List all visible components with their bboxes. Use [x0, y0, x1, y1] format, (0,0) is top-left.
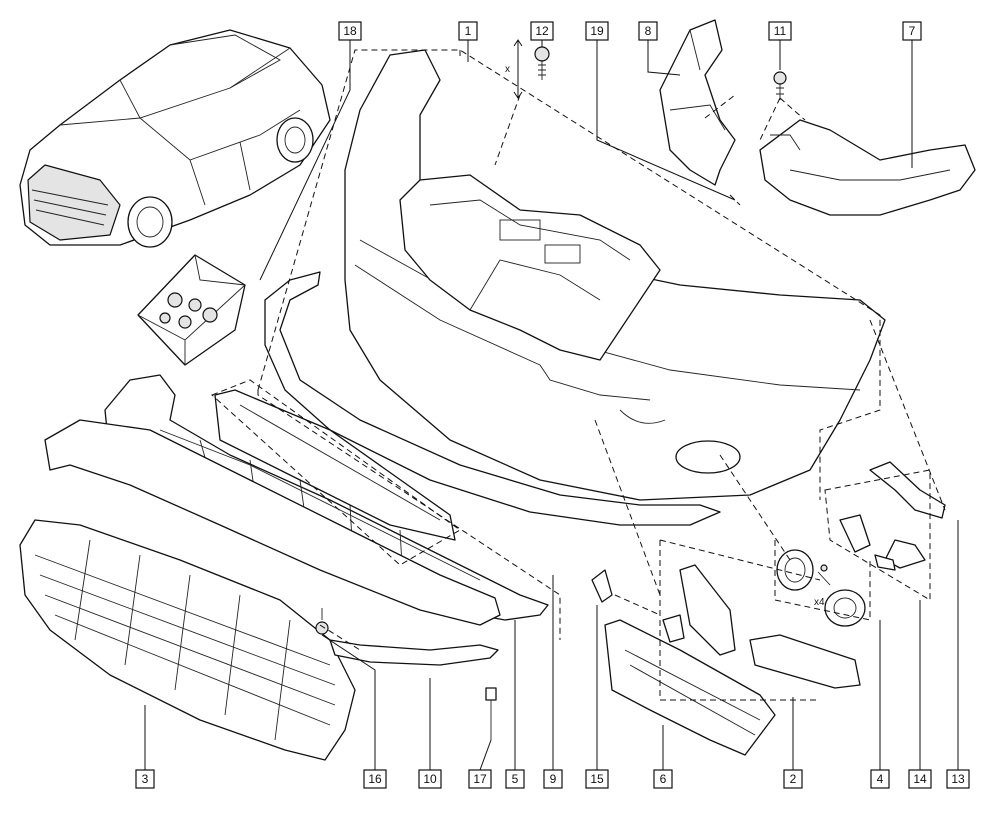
- callout-5: 5: [505, 769, 525, 789]
- callout-11-label: 11: [774, 24, 787, 38]
- callout-16: 16: [363, 769, 387, 789]
- right-side-bracket: [759, 119, 976, 216]
- callout-2-label: 2: [790, 772, 797, 786]
- callout-1: 1: [458, 21, 478, 41]
- callout-17-label: 17: [473, 772, 487, 786]
- callout-18-label: 18: [343, 24, 357, 38]
- callout-19: 19: [585, 21, 609, 41]
- callout-leader-lines: [144, 40, 959, 771]
- callout-11: 11: [768, 21, 792, 41]
- callout-3: 3: [135, 769, 155, 789]
- callout-5-label: 5: [512, 772, 519, 786]
- callout-18: 18: [338, 21, 362, 41]
- callout-15: 15: [585, 769, 609, 789]
- callout-16-label: 16: [368, 772, 382, 786]
- left-side-bracket: [659, 19, 736, 186]
- quantity-x4-label: x4: [814, 597, 825, 608]
- vehicle-overview-illustration: [19, 29, 331, 248]
- callout-8-label: 8: [645, 24, 652, 38]
- screw-fog-icon: [817, 564, 831, 586]
- callout-9-label: 9: [550, 772, 557, 786]
- upper-support-panel: [399, 174, 661, 361]
- callout-6-label: 6: [660, 772, 667, 786]
- screw-11-icon: [773, 71, 787, 100]
- callout-12-label: 12: [535, 24, 549, 38]
- rivet-17-icon: [485, 687, 497, 740]
- callout-14: 14: [908, 769, 932, 789]
- callout-9: 9: [543, 769, 563, 789]
- fog-lamp-cover: [679, 564, 861, 689]
- retaining-clip: [591, 569, 685, 643]
- callout-7: 7: [902, 21, 922, 41]
- upper-trim-strip: [264, 271, 721, 526]
- callout-19-label: 19: [590, 24, 604, 38]
- callout-10: 10: [418, 769, 442, 789]
- lower-chrome-strip: [329, 639, 499, 666]
- screw-16-icon: [315, 608, 329, 635]
- callout-17: 17: [468, 769, 492, 789]
- under-tray-panel: [214, 389, 456, 541]
- dimension-x-label: x: [505, 64, 510, 75]
- callout-8: 8: [638, 21, 658, 41]
- lower-grille-mesh: [19, 519, 356, 761]
- callout-2: 2: [783, 769, 803, 789]
- callout-6: 6: [653, 769, 673, 789]
- callout-13-label: 13: [951, 772, 965, 786]
- screw-fasteners: [315, 39, 831, 740]
- callout-10-label: 10: [423, 772, 437, 786]
- screw-12-icon: [513, 39, 550, 99]
- assembly-guide-lines: [211, 49, 946, 701]
- fog-lamp-assembly: [776, 549, 866, 627]
- callout-13: 13: [946, 769, 970, 789]
- callout-12: 12: [530, 21, 554, 41]
- callout-3-label: 3: [142, 772, 149, 786]
- lower-grille-frame: [44, 419, 501, 626]
- callout-4: 4: [870, 769, 890, 789]
- callout-7-label: 7: [909, 24, 916, 38]
- clip-kit-box: [137, 254, 246, 366]
- callout-15-label: 15: [590, 772, 604, 786]
- callout-14-label: 14: [913, 772, 927, 786]
- callout-4-label: 4: [877, 772, 884, 786]
- callout-1-label: 1: [465, 24, 472, 38]
- bumper-side-brackets: [839, 461, 946, 571]
